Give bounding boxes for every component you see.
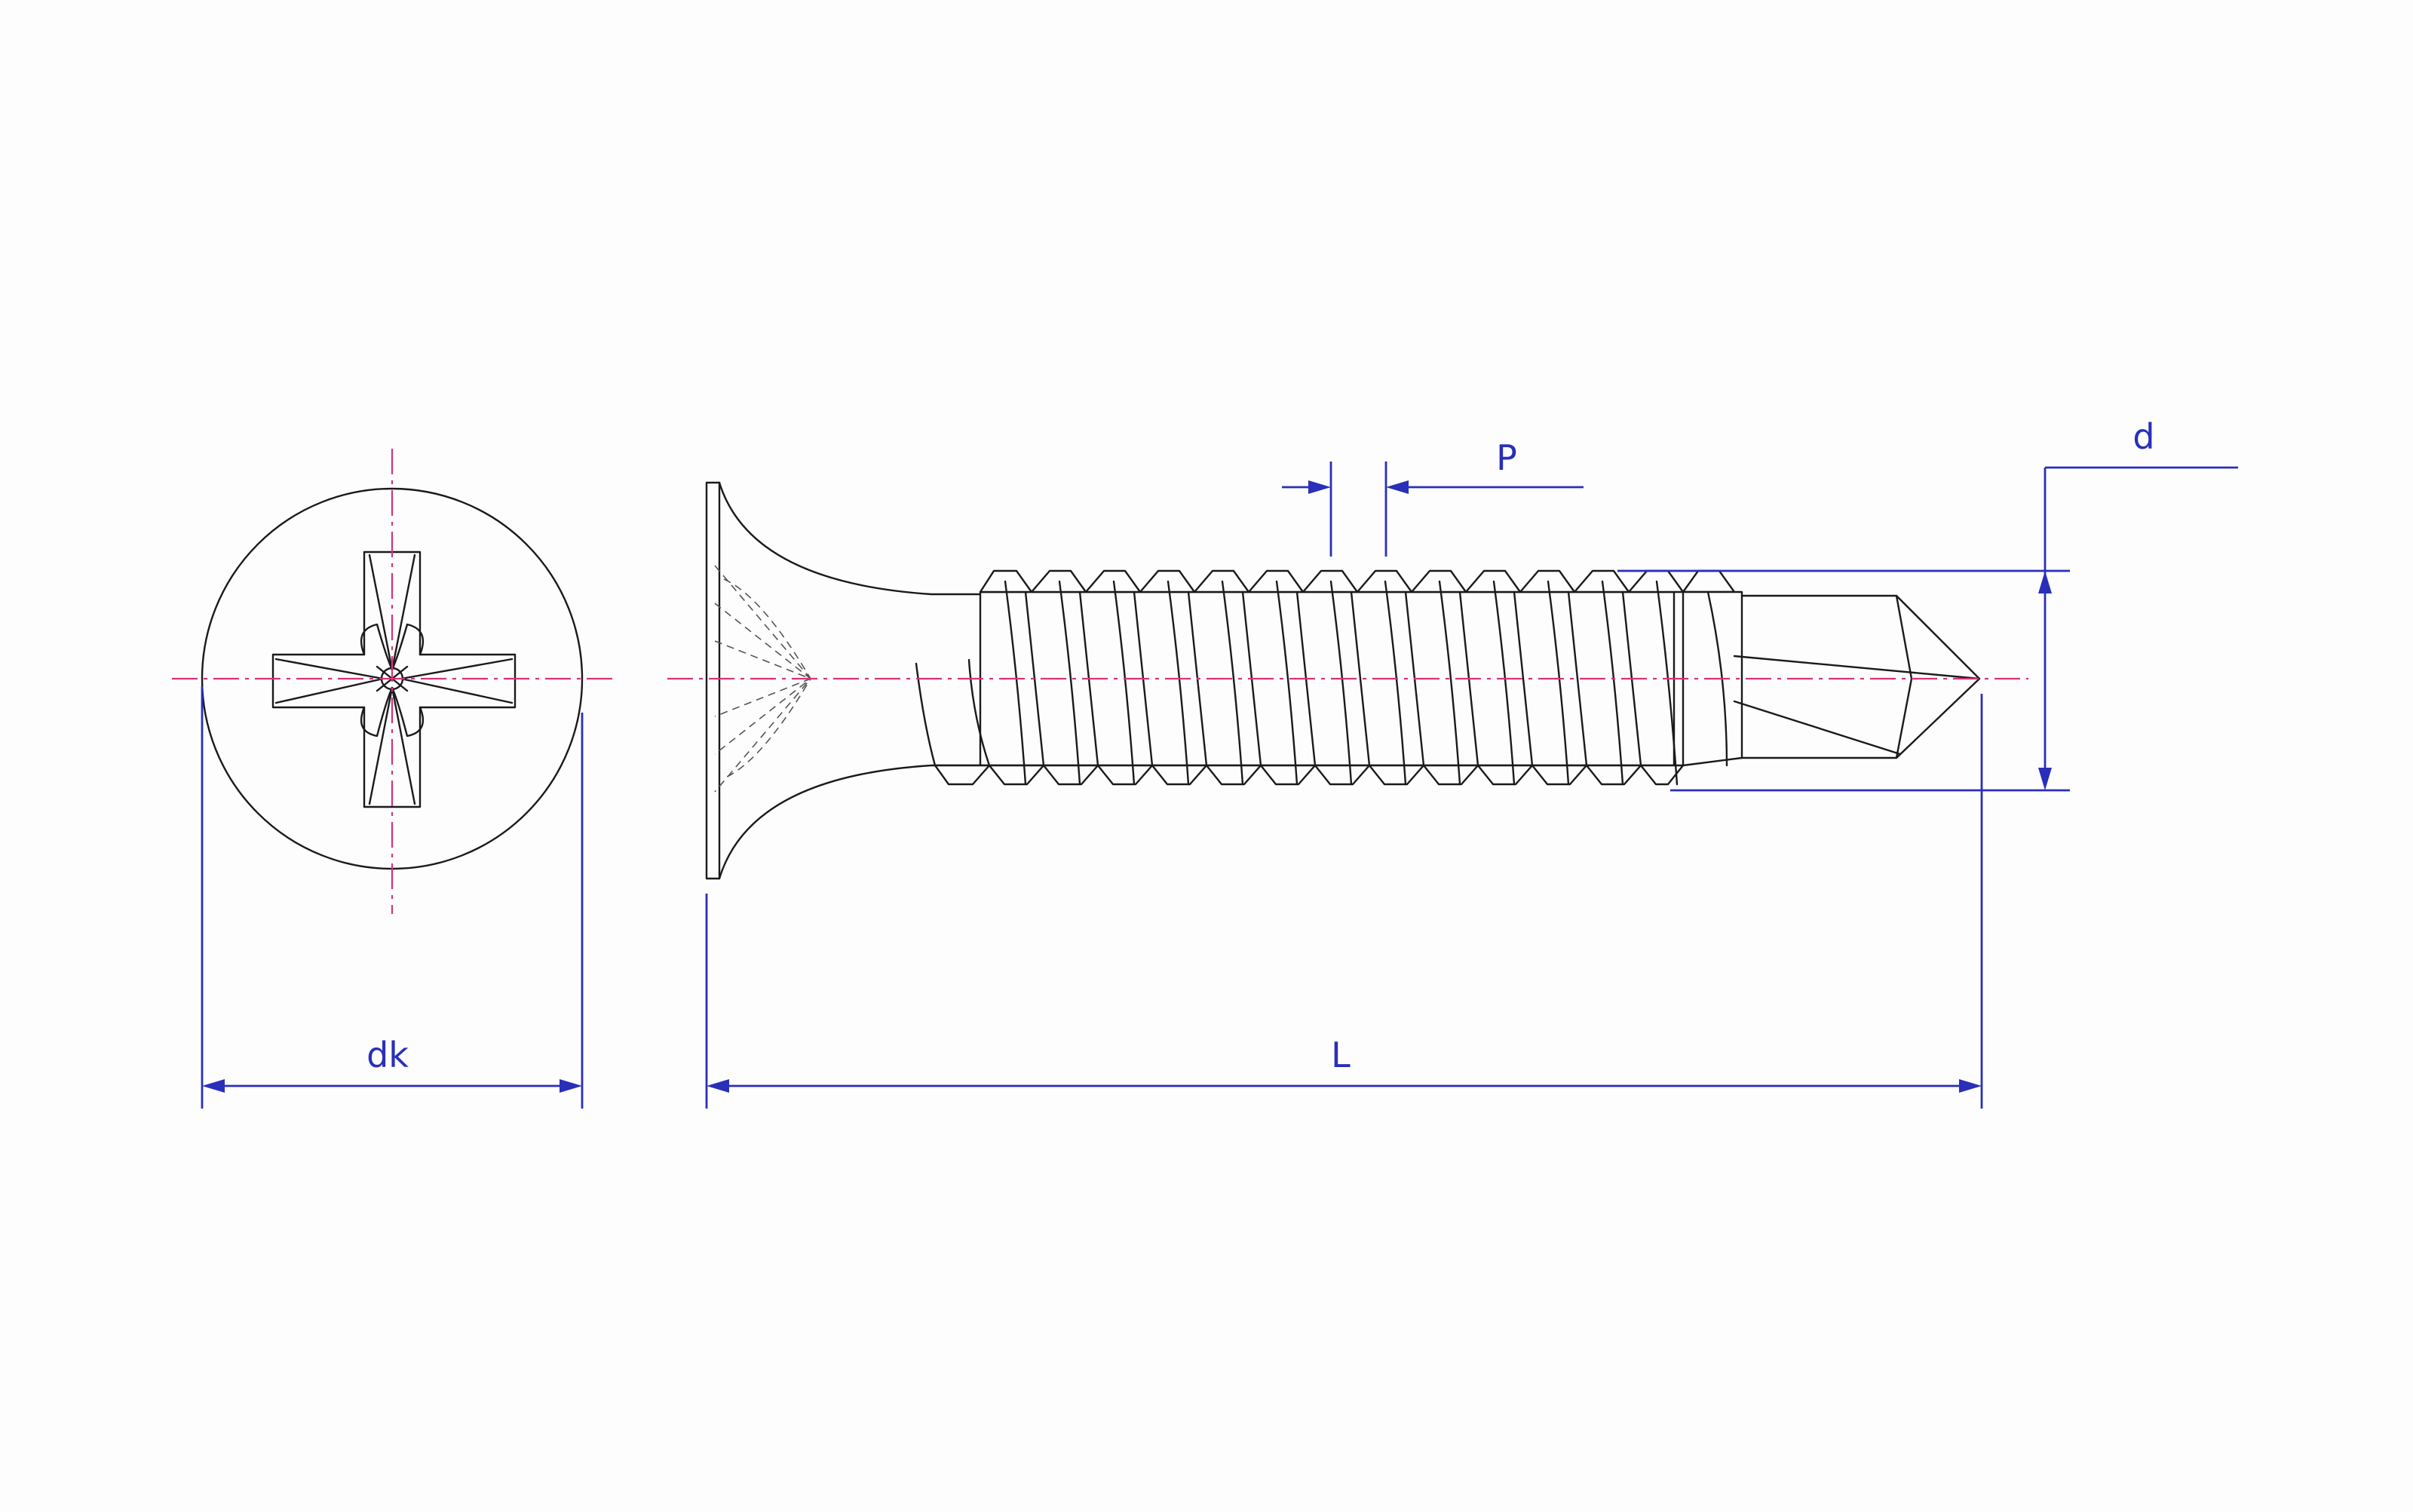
dk-label: dk <box>366 1035 409 1075</box>
head-top-view <box>172 449 615 914</box>
thread-diameter-label: d <box>2132 416 2154 457</box>
thread-diameter-dimension: d <box>1617 416 2238 792</box>
screw-head <box>705 481 993 880</box>
length-label: L <box>1331 1035 1351 1075</box>
pitch-label: P <box>1496 437 1517 478</box>
pitch-dimension: P <box>1282 437 1584 557</box>
length-dimension: L <box>705 694 1983 1109</box>
thread-profile <box>915 569 1736 786</box>
self-drilling-screw-icon <box>705 481 1981 880</box>
dk-dimension: dk <box>201 686 584 1109</box>
